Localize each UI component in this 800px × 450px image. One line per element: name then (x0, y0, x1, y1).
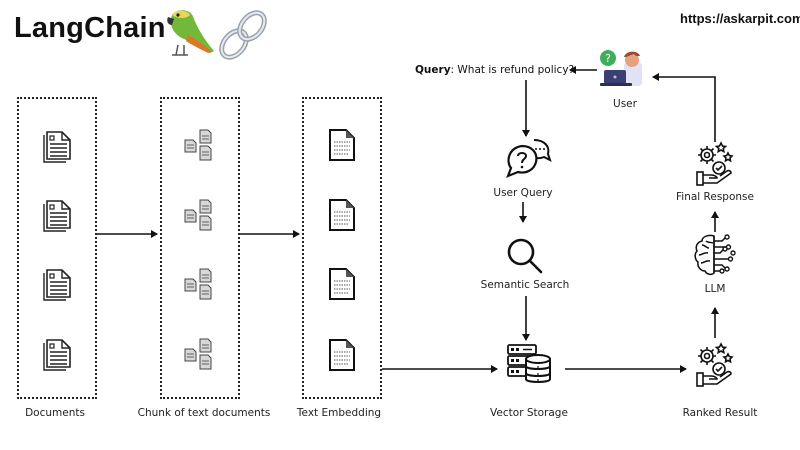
embedding-label: Text Embedding (296, 407, 382, 419)
query-label: Query (415, 64, 451, 76)
llm-label: LLM (704, 283, 726, 295)
query-value: : What is refund policy? (450, 64, 575, 76)
vector-storage-label: Vector Storage (490, 407, 568, 419)
binary-file-icon (329, 268, 355, 300)
arrow-final-to-user (652, 73, 716, 142)
svg-text:?: ? (605, 52, 611, 65)
user-label: User (613, 98, 637, 110)
text-chunks-icon (184, 199, 212, 231)
ranked-result-label: Ranked Result (682, 407, 758, 419)
documents-box (17, 97, 97, 399)
document-icon (43, 269, 71, 301)
binary-file-icon (329, 339, 355, 371)
document-icon (43, 339, 71, 371)
question-chat-icon (506, 139, 552, 178)
query-text: Query: What is refund policy? (415, 64, 574, 76)
search-icon (507, 238, 543, 274)
brain-icon (694, 234, 736, 276)
parrot-icon (167, 10, 214, 56)
ranked-result-icon (696, 342, 734, 387)
source-url[interactable]: https://askarpit.com (680, 11, 800, 26)
semantic-search-label: Semantic Search (480, 279, 570, 291)
final-response-label: Final Response (676, 191, 754, 203)
text-chunks-icon (184, 268, 212, 300)
page-title: LangChain (14, 12, 166, 44)
database-server-icon (507, 344, 551, 383)
user-avatar-icon: ? (600, 50, 642, 86)
documents-label: Documents (25, 407, 85, 419)
document-icon (43, 131, 71, 163)
chunks-box (160, 97, 240, 399)
binary-file-icon (329, 199, 355, 231)
embeddings-box (302, 97, 382, 399)
final-response-icon (696, 141, 734, 186)
user-query-label: User Query (493, 187, 553, 199)
document-icon (43, 200, 71, 232)
chunks-label: Chunk of text documents (137, 407, 271, 419)
text-chunks-icon (184, 129, 212, 161)
chain-link-icon (219, 10, 267, 60)
binary-file-icon (329, 129, 355, 161)
text-chunks-icon (184, 338, 212, 370)
